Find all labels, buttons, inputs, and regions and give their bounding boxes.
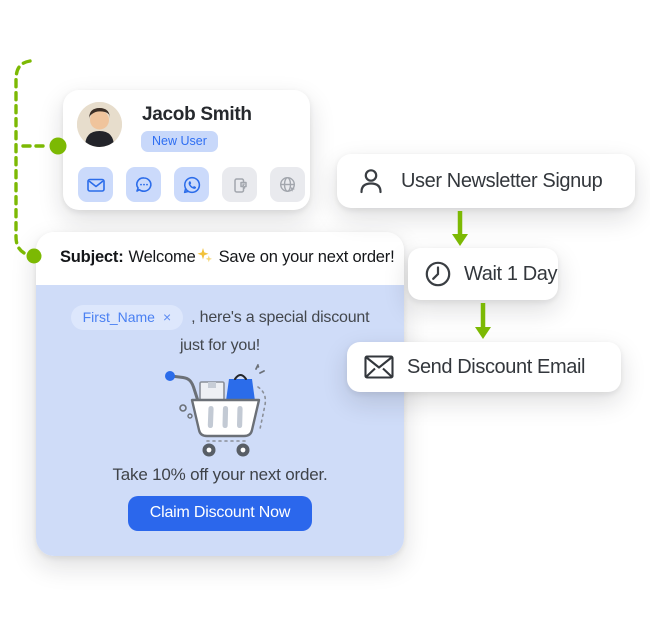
- envelope-icon: [364, 355, 394, 379]
- clock-icon: [425, 261, 451, 287]
- merge-tag-label: First_Name: [82, 309, 155, 325]
- remove-tag-icon[interactable]: ×: [162, 309, 172, 325]
- chat-icon: [135, 176, 152, 192]
- web-globe-icon: [279, 176, 295, 192]
- whatsapp-channel-button[interactable]: [174, 167, 209, 202]
- email-subject-bar: Subject:Welcome Save on your next order!: [36, 232, 404, 285]
- workflow-node-wait[interactable]: Wait 1 Day: [408, 248, 558, 300]
- sms-device-icon: [233, 177, 247, 193]
- workflow-node-send[interactable]: Send Discount Email: [347, 342, 621, 392]
- web-channel-button[interactable]: [270, 167, 305, 202]
- node-label: User Newsletter Signup: [401, 169, 603, 192]
- sms-channel-button[interactable]: [222, 167, 257, 202]
- flow-arrow-2: [475, 303, 491, 339]
- chat-channel-button[interactable]: [126, 167, 161, 202]
- cart-illustration: [36, 361, 404, 461]
- user-icon: [360, 169, 382, 194]
- dashed-connector: [14, 59, 49, 258]
- email-channel-button[interactable]: [78, 167, 113, 202]
- sparkles-icon: [197, 248, 213, 269]
- claim-discount-button[interactable]: Claim Discount Now: [127, 496, 313, 531]
- merge-tag-chip[interactable]: First_Name ×: [70, 305, 184, 330]
- body-line-1: , here's a special discount: [191, 308, 370, 326]
- workflow-node-signup[interactable]: User Newsletter Signup: [337, 154, 635, 208]
- contact-card: Jacob Smith New User: [63, 90, 310, 210]
- flow-arrow-1: [452, 211, 468, 246]
- subject-label: Subject:: [60, 248, 124, 266]
- email-body: First_Name × , here's a special discount…: [36, 285, 404, 556]
- node-label: Wait 1 Day: [464, 262, 558, 285]
- body-line-2: just for you!: [179, 337, 261, 354]
- whatsapp-icon: [183, 176, 200, 193]
- avatar: [77, 102, 122, 147]
- offer-text: Take 10% off your next order.: [112, 465, 328, 484]
- email-icon: [86, 178, 105, 192]
- subject-text-before: Welcome: [128, 248, 196, 266]
- contact-name: Jacob Smith: [142, 104, 252, 125]
- channel-buttons: [78, 167, 305, 202]
- node-label: Send Discount Email: [407, 355, 586, 378]
- status-badge: New User: [141, 131, 218, 152]
- subject-text-after: Save on your next order!: [218, 248, 395, 266]
